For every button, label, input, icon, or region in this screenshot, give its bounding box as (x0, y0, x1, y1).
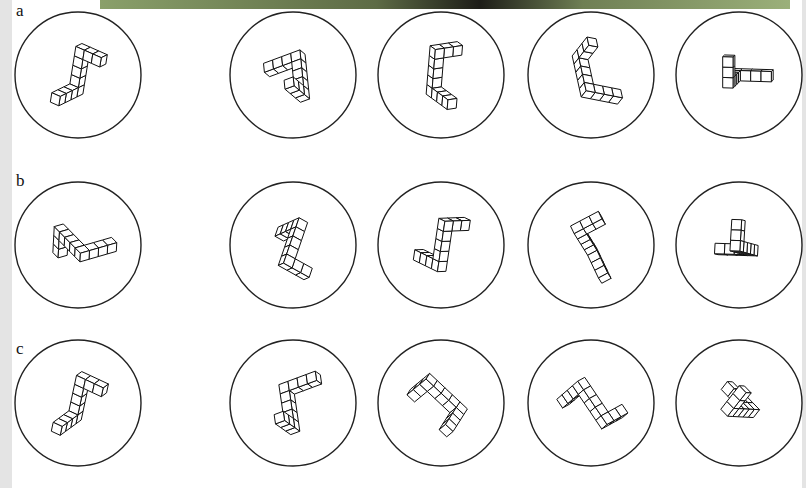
stimulus-circle (15, 340, 141, 466)
cube-face (92, 384, 103, 397)
cube-face (723, 77, 733, 88)
stimulus-circle (676, 182, 802, 308)
cube-face (282, 53, 292, 65)
cube-face (420, 379, 434, 391)
stimulus-circle-group (528, 12, 654, 138)
figure-group (15, 12, 802, 466)
cube-face (439, 424, 453, 436)
row-letter: c (16, 340, 24, 357)
cube-face (107, 243, 117, 254)
cube-face (51, 422, 62, 435)
cube-face (273, 57, 283, 69)
stimulus-circle-group (15, 182, 141, 308)
stimulus-circle (528, 340, 654, 466)
stimulus-circle (230, 182, 356, 308)
stimulus-circle-group (676, 12, 802, 138)
stimulus-circle-group (230, 182, 356, 308)
stimulus-circle-group (528, 340, 654, 466)
stimulus-circle-group (378, 182, 504, 308)
cube-face (440, 241, 450, 251)
page-panel (12, 0, 802, 488)
cube-face (723, 67, 733, 78)
cube-face (442, 231, 452, 241)
cube-face (601, 412, 614, 424)
stimulus-circle (15, 12, 141, 138)
stimulus-circle-group (378, 12, 504, 138)
stimulus-circle-group (230, 340, 356, 466)
stimulus-circle-group (528, 182, 654, 308)
cube-face (306, 371, 316, 384)
stimulus-circle-group (15, 340, 141, 466)
stimulus-circle (378, 12, 504, 138)
stimulus-circle-group (676, 182, 802, 308)
cube-face (731, 230, 741, 241)
cube-face (453, 45, 463, 56)
stimulus-circle (528, 182, 654, 308)
cube-face (584, 82, 595, 92)
stimulus-circle (378, 182, 504, 308)
cube-face (587, 37, 598, 47)
cube-face (98, 245, 108, 256)
stimulus-circle-group (378, 340, 504, 466)
cube-face (589, 211, 602, 223)
cube-face (437, 261, 447, 271)
cube-face (730, 240, 740, 251)
row-letter: b (16, 172, 25, 189)
stimulus-circle (676, 340, 802, 466)
stimulus-circle (528, 12, 654, 138)
cube-face (89, 248, 99, 259)
cube-face (595, 265, 608, 277)
cube-face (50, 93, 60, 106)
stimulus-circle (230, 340, 356, 466)
cube-face (733, 386, 746, 401)
stimulus-circle-group (230, 12, 356, 138)
cube-face (284, 77, 294, 89)
cube-face (274, 411, 284, 424)
cube-face (284, 254, 296, 268)
cube-face (435, 48, 445, 59)
cube-face (751, 71, 761, 82)
stimulus-circle-group (15, 12, 141, 138)
stimulus-circle (378, 340, 504, 466)
cube-face (761, 71, 771, 82)
cube-face (91, 54, 101, 67)
row-letter: a (16, 2, 24, 19)
cube-face (740, 71, 750, 82)
stimulus-circle (230, 12, 356, 138)
cube-face (444, 47, 454, 58)
cube-face (714, 243, 724, 254)
cube-face (447, 98, 457, 109)
cube-face (263, 60, 273, 72)
cube-face (443, 221, 453, 231)
cube-face (731, 219, 741, 230)
cube-face (439, 251, 449, 261)
stimulus-circle (676, 12, 802, 138)
stimulus-circle-group (676, 340, 802, 466)
photo-strip (100, 0, 790, 9)
stimulus-circle (15, 182, 141, 308)
cube-face (723, 57, 733, 68)
cube-face (80, 251, 90, 262)
